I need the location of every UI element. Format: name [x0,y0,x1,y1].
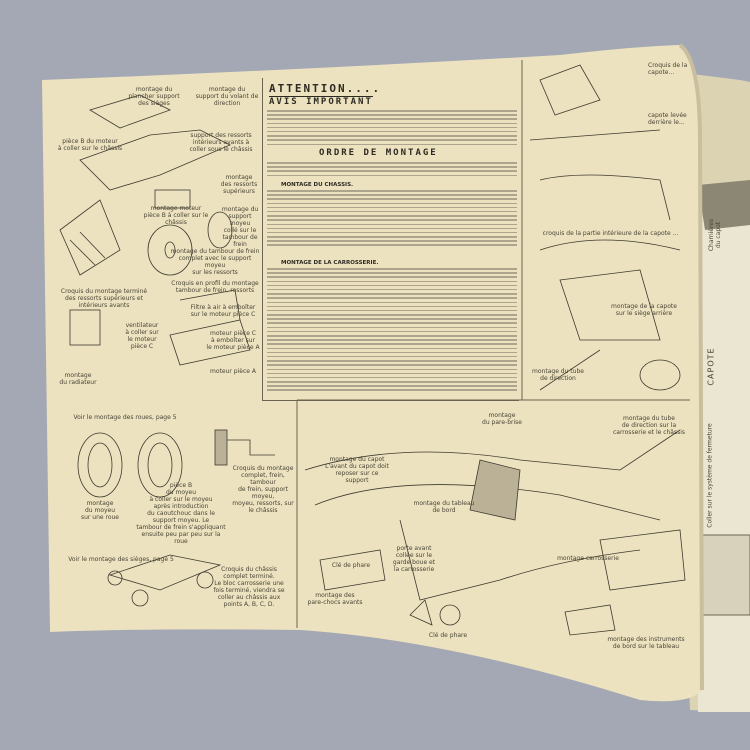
label-support-freins: montage du support moyeu collé sur le ta… [221,206,259,248]
label-ressorts-superieurs: montage des ressorts supérieurs [220,174,258,195]
charnieres-label: Charnières du capot [708,218,722,252]
assembly-drawings [59,64,686,636]
label-support-volant: montage du support du volant de directio… [195,86,259,107]
capote-label: CAPOTE [706,347,716,386]
label-voir-roues: Voir le montage des roues, page 5 [73,414,177,421]
chassis-paragraph [267,190,517,249]
label-moteur-b: montage moteur pièce B à coller sur le c… [143,205,209,226]
label-croquis-moyeu: Croquis du montage complet, frein, tambo… [232,465,294,514]
avis-paragraph [267,110,517,148]
label-cle-phare-1: Clé de phare [331,562,371,569]
carrosserie-paragraph [267,268,517,394]
label-pare-brise: montage du pare-brise [482,412,522,426]
label-tube-chassis: montage du tube de direction sur la carr… [612,415,686,436]
ordre-heading: ORDRE DE MONTAGE [319,148,438,158]
next-page-box [699,534,750,616]
label-capote-derriere: capote levée derrière le... [648,112,687,126]
label-croquis-interieure: croquis de la partie intérieure de la ca… [542,230,679,237]
label-radiateur: montage du radiateur [59,372,97,386]
attention-heading: ATTENTION.... [269,82,382,95]
label-cle-phare-2: Clé de phare [428,632,468,639]
label-piece-b-moyeu: pièce B du moyeu à coller sur le moyeu a… [136,482,226,545]
label-croquis-ressorts: Croquis du montage terminé des ressorts … [60,288,148,309]
label-capote-siege: montage de la capote sur le siège arrièr… [611,303,677,317]
label-ressorts-avants: support des ressorts intérieurs avants à… [189,132,253,153]
next-page-drawing [698,180,750,230]
label-moteur-c: moteur pièce C à emboîter sur le moteur … [206,330,260,351]
avis-heading: AVIS IMPORTANT [269,96,373,107]
label-tube: montage du tube de direction [532,368,584,382]
page-curl-shadow [678,43,704,691]
label-croquis-chassis: Croquis du châssis complet terminé. Le b… [213,566,285,608]
label-instruments: montage des instruments de bord sur le t… [607,636,685,650]
carrosserie-heading: MONTAGE DE LA CARROSSERIE. [281,260,379,266]
label-porte-avant: porte avant collée sur le garde boue et … [392,545,436,573]
label-tambour: montage du tambour de frein complet avec… [170,248,260,276]
chassis-heading: MONTAGE DU CHASSIS. [281,182,354,188]
label-carrosserie: montage carrosserie [557,555,619,562]
label-pare-chocs: montage des pare-chocs avants [307,592,363,606]
instructions-text-block: ATTENTION.... AVIS IMPORTANT ORDRE DE MO… [262,78,519,401]
label-croquis-capote: Croquis de la capote... [648,62,688,76]
label-piece-b: pièce B du moteur à coller sur le châssi… [57,138,123,152]
label-filtre: Filtre à air à emboîter sur le moteur pi… [190,304,256,318]
ordre-paragraph [267,162,517,179]
label-capot: montage du capot L'avant du capot doit r… [325,456,389,484]
label-ventilateur: ventilateur à coller sur le moteur pièce… [125,322,159,350]
label-voir-sieges: Voir le montage des sièges, page 5 [68,556,174,563]
label-croquis-profil: Croquis en profil du montage tambour de … [171,280,259,294]
label-moyeu: montage du moyeu sur une roue [80,500,119,521]
label-tableau: montage du tableau de bord [413,500,475,514]
coller-label: Coller sur le système de fermeture [706,423,714,528]
label-moteur-a: moteur pièce A [210,368,256,375]
label-plancher: montage du plancher support des sièges [128,86,180,107]
